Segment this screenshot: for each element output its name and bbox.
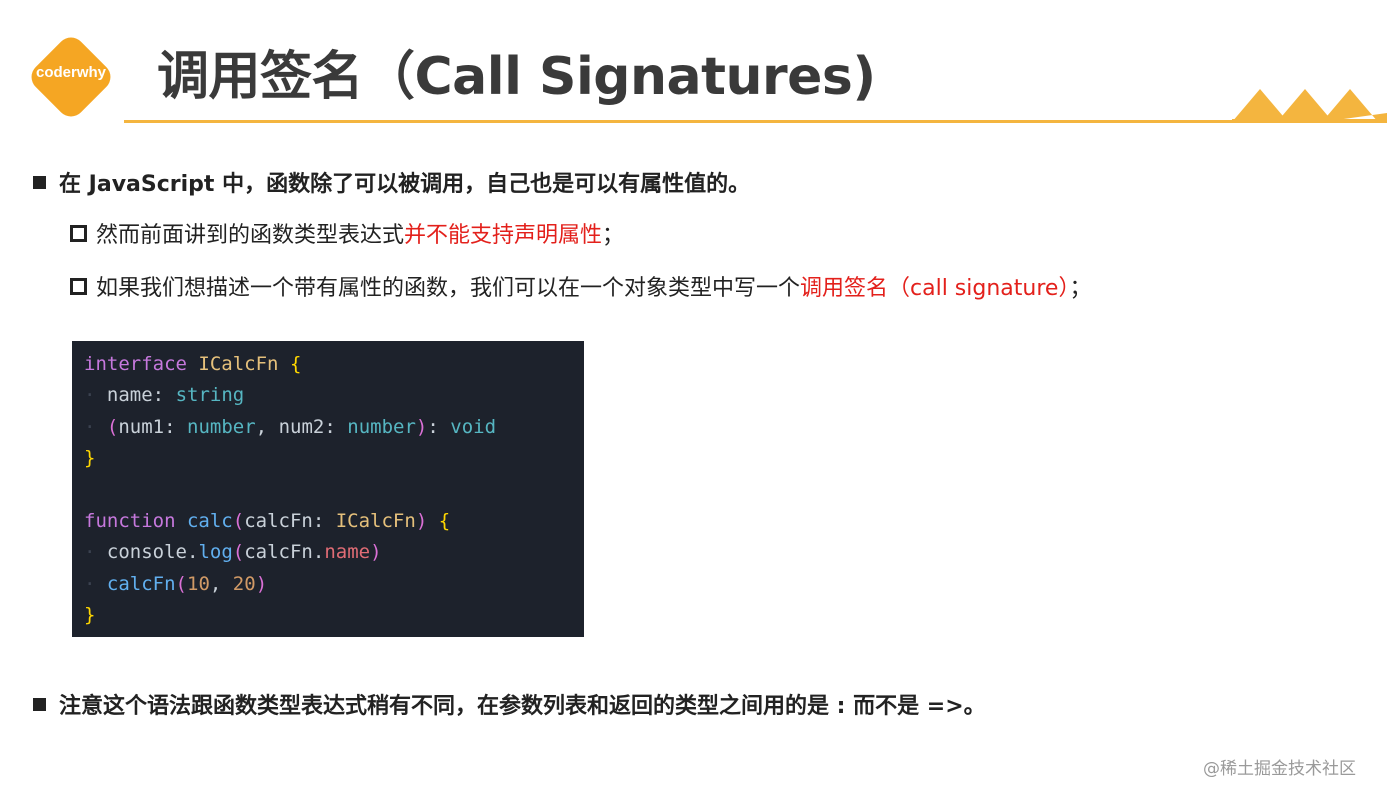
sub-bullet-text: 如果我们想描述一个带有属性的函数，我们可以在一个对象类型中写一个: [96, 276, 801, 301]
code-line: }: [84, 604, 96, 627]
code-line: · (num1: number, num2: number): void: [84, 415, 497, 438]
bullet-text: 注意这个语法跟函数类型表达式稍有不同，在参数列表和返回的类型之间用的是 : 而不…: [59, 694, 986, 719]
code-line: interface ICalcFn {: [84, 353, 302, 375]
page-title: 调用签名（Call Signatures): [157, 47, 876, 107]
code-block: interface ICalcFn { · name: string · (nu…: [72, 341, 584, 637]
code-line: · calcFn(10, 20): [84, 572, 268, 595]
hollow-square-bullet-icon: [70, 278, 87, 295]
title-underline: [124, 120, 1387, 123]
bullet-callable-properties: 在 JavaScript 中，函数除了可以被调用，自己也是可以有属性值的。: [33, 166, 750, 198]
code-line: }: [84, 447, 96, 470]
zigzag-decoration-icon: [1232, 89, 1387, 122]
bullet-syntax-note: 注意这个语法跟函数类型表达式稍有不同，在参数列表和返回的类型之间用的是 : 而不…: [33, 688, 986, 720]
square-bullet-icon: [33, 176, 46, 189]
sub-bullet-end: ；: [1069, 276, 1092, 301]
logo-diamond-icon: [31, 37, 111, 117]
coderwhy-logo: coderwhy: [25, 31, 117, 123]
code-line: · console.log(calcFn.name): [84, 541, 382, 564]
code-line: · name: string: [84, 384, 245, 407]
sub-bullet-highlight: 并不能支持声明属性: [404, 223, 603, 248]
sub-bullet-end: ；: [602, 223, 625, 248]
code-line: function calc(calcFn: ICalcFn) {: [84, 509, 451, 532]
sub-bullet-expression-limit: 然而前面讲到的函数类型表达式并不能支持声明属性；: [70, 217, 624, 249]
hollow-square-bullet-icon: [70, 225, 87, 242]
sub-bullet-highlight: 调用签名（call signature）: [800, 276, 1070, 301]
square-bullet-icon: [33, 698, 46, 711]
watermark: @稀土掘金技术社区: [1203, 759, 1356, 779]
code-line-empty: [84, 475, 584, 506]
logo-text: coderwhy: [35, 64, 107, 81]
sub-bullet-call-signature: 如果我们想描述一个带有属性的函数，我们可以在一个对象类型中写一个调用签名（cal…: [70, 270, 1091, 302]
bullet-text: 在 JavaScript 中，函数除了可以被调用，自己也是可以有属性值的。: [59, 172, 751, 197]
sub-bullet-text: 然而前面讲到的函数类型表达式: [96, 223, 405, 248]
